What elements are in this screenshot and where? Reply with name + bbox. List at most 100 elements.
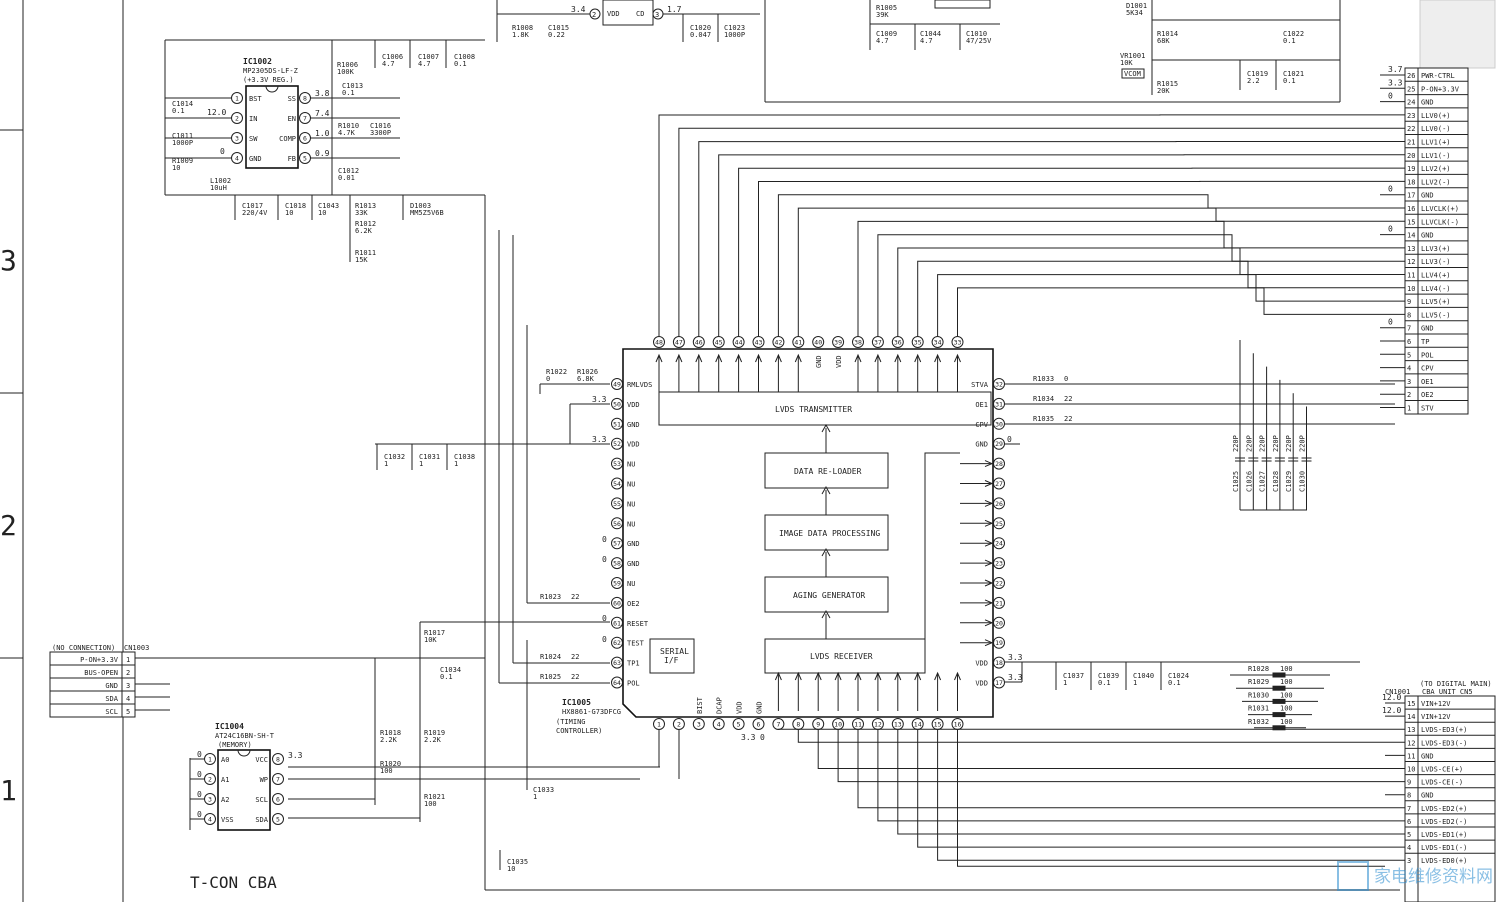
tcon-pin-62-num: 62 bbox=[613, 639, 621, 647]
svg-text:3: 3 bbox=[655, 11, 659, 19]
tcon-pin-55-circle bbox=[611, 497, 623, 510]
panel-pin-num: 18 bbox=[1407, 178, 1415, 186]
svg-text:C1019: C1019 bbox=[1247, 70, 1268, 78]
panel-pin-voltage: 3.7 bbox=[1388, 65, 1403, 74]
tcon-pin-name: TP1 bbox=[627, 660, 640, 668]
cap-value: 220P bbox=[1259, 435, 1267, 452]
watermark-logo: 家电维修资料网 bbox=[1337, 861, 1493, 891]
mem-pin-name: WP bbox=[260, 776, 268, 784]
svg-text:C1008: C1008 bbox=[454, 53, 475, 61]
ruler-mark-2: 2 bbox=[0, 509, 17, 542]
svg-text:10: 10 bbox=[507, 865, 515, 873]
tcon-pin-63-circle bbox=[611, 656, 623, 669]
svg-text:D1001: D1001 bbox=[1126, 2, 1147, 10]
cn1003-row-name: BUS-OPEN bbox=[84, 669, 118, 677]
tcon-pin-25-circle bbox=[993, 517, 1005, 530]
panel-pin-name: STV bbox=[1421, 405, 1434, 413]
tcon-pin-27-num: 27 bbox=[995, 480, 1003, 488]
panel-pin-name: PWR-CTRL bbox=[1421, 72, 1455, 80]
tcon-pin-4-num: 4 bbox=[717, 721, 721, 729]
svg-text:R1022: R1022 bbox=[546, 368, 567, 376]
tcon-pin-50-circle bbox=[611, 397, 623, 410]
tcon-pin-29-num: 29 bbox=[995, 440, 1003, 448]
svg-text:0.9: 0.9 bbox=[315, 149, 330, 158]
svg-text:R1018: R1018 bbox=[380, 729, 401, 737]
svg-text:C1012: C1012 bbox=[338, 167, 359, 175]
svg-text:5K34: 5K34 bbox=[1126, 9, 1143, 17]
tcon-pin-17-num: 17 bbox=[995, 679, 1003, 687]
panel-pin-num: 20 bbox=[1407, 152, 1415, 160]
tcon-pin-2-num: 2 bbox=[677, 721, 681, 729]
mem-pin-name: A2 bbox=[221, 796, 229, 804]
svg-text:C1018: C1018 bbox=[285, 202, 306, 210]
svg-text:MM5Z5V6B: MM5Z5V6B bbox=[410, 209, 444, 217]
mem-pin-1-num: 1 bbox=[208, 756, 212, 764]
cap-ref: C1026 bbox=[1245, 471, 1253, 492]
tcon-pin-51-circle bbox=[611, 417, 623, 430]
svg-text:0.047: 0.047 bbox=[690, 31, 711, 39]
svg-text:0: 0 bbox=[760, 733, 765, 742]
term-res-ref: R1032 bbox=[1248, 718, 1269, 726]
tcon-pin-46-circle bbox=[692, 336, 705, 348]
tcon-pin-61-num: 61 bbox=[613, 619, 621, 627]
svg-text:SERIAL: SERIAL bbox=[660, 647, 689, 656]
panel-pin-name: LLVCLK(-) bbox=[1421, 218, 1459, 226]
reg-pin-1-circle bbox=[231, 92, 243, 104]
svg-text:3300P: 3300P bbox=[370, 129, 391, 137]
panel-pin-name: GND bbox=[1421, 99, 1434, 107]
tcon-pin-name: VDD bbox=[975, 660, 988, 668]
svg-text:1: 1 bbox=[384, 460, 388, 468]
svg-text:R1010: R1010 bbox=[338, 122, 359, 130]
tcon-pin-37-num: 37 bbox=[874, 339, 882, 347]
tcon-pin-3-num: 3 bbox=[697, 721, 701, 729]
mem-pin-6-circle bbox=[272, 793, 284, 805]
cn1001-pin-name: LVDS-CE(+) bbox=[1421, 766, 1463, 774]
tcon-pin-52-circle bbox=[611, 437, 623, 450]
reg-pin-name: GND bbox=[249, 155, 262, 163]
tcon-pin-45-num: 45 bbox=[715, 339, 723, 347]
panel-pin-num: 16 bbox=[1407, 205, 1415, 213]
tcon-pin-57-num: 57 bbox=[613, 540, 621, 548]
mem-pin-8-num: 8 bbox=[276, 756, 280, 764]
tcon-pin-16-num: 16 bbox=[954, 721, 962, 729]
tcon-pin-36-num: 36 bbox=[894, 339, 902, 347]
tcon-pin-36-circle bbox=[891, 336, 904, 348]
reg-pin-name: EN bbox=[288, 115, 296, 123]
cn1001-pin-num: 15 bbox=[1407, 700, 1415, 708]
svg-text:0: 0 bbox=[1007, 435, 1012, 444]
svg-text:C1007: C1007 bbox=[418, 53, 439, 61]
cn1001-connector: (TO DIGITAL MAIN) CBA UNIT CN5 CN1001 15… bbox=[1382, 680, 1496, 902]
svg-text:LVDS RECEIVER: LVDS RECEIVER bbox=[810, 652, 873, 661]
mem-pin-3-num: 3 bbox=[208, 796, 212, 804]
tcon-pin-39-num: 39 bbox=[834, 339, 842, 347]
tcon-pin-name: OE2 bbox=[627, 600, 640, 608]
svg-text:C1013: C1013 bbox=[342, 82, 363, 90]
tcon-pin-64-circle bbox=[611, 676, 623, 689]
tcon-pin-44-circle bbox=[732, 336, 745, 348]
tcon-pin-24-circle bbox=[993, 537, 1005, 550]
tcon-pin-56-circle bbox=[611, 517, 623, 530]
svg-text:R1021: R1021 bbox=[424, 793, 445, 801]
tcon-pin-32-num: 32 bbox=[995, 381, 1003, 389]
tcon-pin-23-num: 23 bbox=[995, 560, 1003, 568]
reg-pin-5-circle bbox=[299, 152, 311, 164]
cn1003-row-num: 5 bbox=[126, 708, 130, 716]
svg-text:R1034: R1034 bbox=[1033, 395, 1054, 403]
cap-ref: C1027 bbox=[1259, 471, 1267, 492]
svg-text:100: 100 bbox=[380, 767, 393, 775]
reg-pin-8-circle bbox=[299, 92, 311, 104]
tcon-pin-30-circle bbox=[993, 417, 1005, 430]
ic1004-ref: IC1004 bbox=[215, 722, 244, 731]
svg-text:R1025: R1025 bbox=[540, 673, 561, 681]
tcon-pin-name: NU bbox=[627, 520, 635, 528]
tcon-pin-name: GND bbox=[975, 441, 988, 449]
ruler-mark-3: 3 bbox=[0, 244, 17, 277]
tcon-pin-8-num: 8 bbox=[796, 721, 800, 729]
panel-pin-name: LLV1(+) bbox=[1421, 139, 1451, 147]
ic1004-desc: (MEMORY) bbox=[218, 741, 252, 749]
cn1001-pin-num: 4 bbox=[1407, 844, 1411, 852]
cn1001-pin-name: VIN+12V bbox=[1421, 700, 1451, 708]
tcon-pin-53-circle bbox=[611, 457, 623, 470]
reg-pin-2-num: 2 bbox=[235, 115, 239, 123]
